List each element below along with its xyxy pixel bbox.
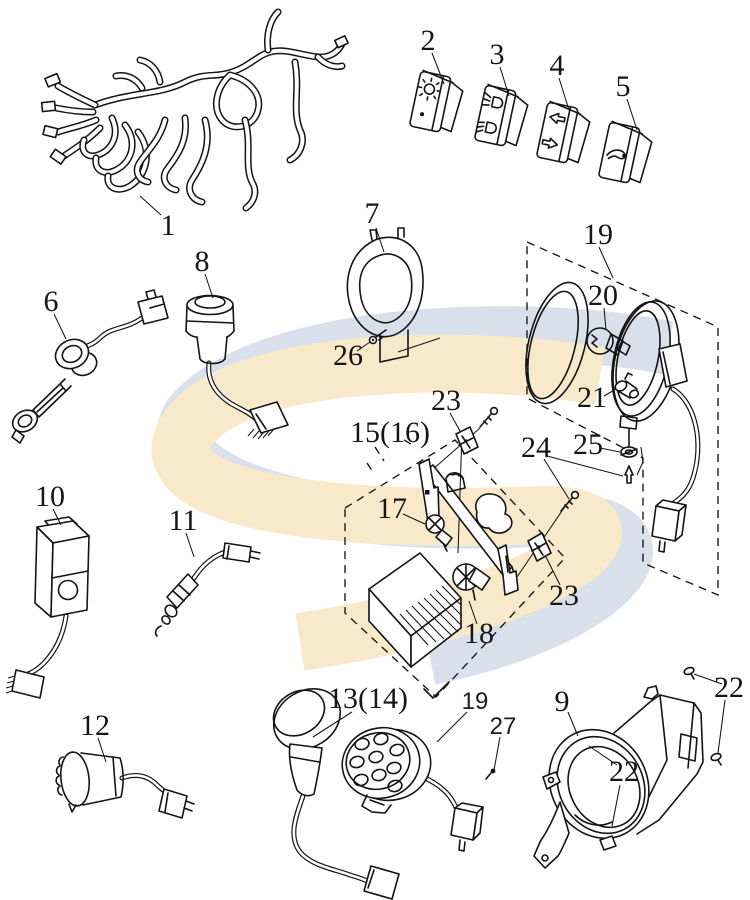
lamp-holes (349, 732, 405, 793)
callout-9: 9 (554, 685, 570, 718)
callout-24: 24 (521, 431, 551, 464)
screw-22-top-drawing (683, 666, 695, 680)
clamp-23-upper-drawing (455, 426, 479, 455)
pilot-lamp-cluster-19-drawing (341, 726, 484, 852)
bulb-18-drawing (452, 563, 491, 601)
callout-8: 8 (194, 245, 210, 278)
callout-6: 6 (43, 285, 59, 318)
screw-24-drawing (560, 490, 580, 512)
flasher-relay-10-drawing (5, 516, 90, 699)
headlight-switch-drawing (409, 69, 464, 133)
wiring-harness-drawing (40, 8, 349, 212)
lamp-socket-12-drawing (55, 751, 195, 819)
harness-connector-icon (40, 35, 349, 165)
callout-2: 2 (420, 24, 436, 57)
headlight-bowl-drawing (611, 300, 688, 422)
callout-26: 26 (333, 339, 363, 372)
clamp-23-lower-drawing (527, 532, 552, 562)
callout-11: 11 (168, 504, 198, 537)
watermark-logo-icon (151, 306, 674, 685)
screw-27-drawing (485, 768, 496, 780)
lamp-icon (417, 77, 441, 117)
high-beam-icon (482, 92, 504, 109)
wire-lead-11-drawing (154, 542, 261, 637)
callout-19-assembly: 19 (583, 218, 613, 251)
callout-21: 21 (577, 381, 607, 414)
headlamp-housing-9-drawing (533, 666, 722, 869)
turn-signal-switch-drawing (536, 100, 591, 164)
socket-lead-6-drawing (11, 289, 169, 444)
low-beam-icon (475, 121, 497, 134)
screw-23-upper-drawing (479, 406, 499, 428)
callout-7: 7 (364, 197, 380, 230)
horn-switch-drawing (598, 120, 653, 184)
callout-13-14: 13(14) (328, 682, 408, 715)
turn-signal-lamp-13-14-drawing (272, 688, 400, 900)
callout-23-lower: 23 (549, 579, 579, 612)
callout-15-16: 15(16) (350, 416, 430, 449)
bulb-17-drawing (425, 514, 453, 552)
callout-23-upper: 23 (431, 384, 461, 417)
beam-switch-drawing (474, 83, 529, 147)
cluster-connector-drawing (450, 802, 484, 852)
callout-20: 20 (588, 279, 618, 312)
horn-icon (606, 149, 627, 160)
headlight-connector-drawing (651, 499, 687, 553)
resistor-box-drawing (368, 552, 462, 668)
callout-17: 17 (377, 492, 407, 525)
callout-19-lamp: 19 (461, 688, 489, 715)
callout-12: 12 (80, 709, 110, 742)
screw-22-right-drawing (710, 752, 722, 766)
callout-22-right: 22 (714, 671, 744, 704)
ignition-switch-8-drawing (185, 294, 289, 440)
headlight-assembly-19-drawing (525, 240, 719, 597)
callout-25: 25 (573, 428, 603, 461)
callout-27: 27 (489, 713, 517, 740)
callout-5: 5 (615, 70, 631, 103)
callout-1: 1 (160, 209, 176, 242)
callout-22-center: 22 (609, 755, 639, 788)
gasket-ring-7-drawing (346, 227, 441, 363)
callout-18: 18 (464, 617, 494, 650)
callout-3: 3 (489, 38, 505, 71)
mounting-bar-drawing (418, 458, 519, 596)
washer-25-drawing (620, 446, 638, 458)
callout-4: 4 (549, 49, 565, 82)
callout-10: 10 (35, 480, 65, 513)
headlight-lens-drawing (525, 281, 589, 405)
leader-lines (52, 52, 726, 827)
turn-signal-arrows-icon (541, 112, 566, 149)
bracket-assembly-15-16-drawing (344, 406, 580, 699)
screw-tip-drawing (624, 465, 634, 484)
bulb-21-drawing (614, 372, 640, 399)
screw-26-drawing (368, 329, 387, 345)
